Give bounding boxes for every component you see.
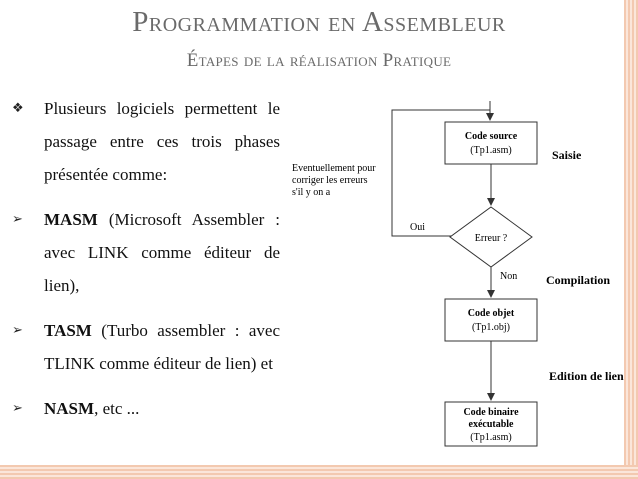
bullet-item-tasm: ➢ TASM (Turbo assembler : avec TLINK com… — [12, 314, 280, 380]
decorative-border-bottom — [0, 465, 638, 479]
bullet-item-intro: ❖ Plusieurs logiciels permettent le pass… — [12, 92, 280, 191]
stage-compilation: Compilation — [546, 273, 610, 287]
slide-title: Programmation en Assembleur — [132, 6, 506, 38]
bullet-text: , etc ... — [94, 399, 140, 418]
box-code-objet-line1: Code objet — [468, 308, 515, 319]
arrow-bullet-icon: ➢ — [12, 212, 23, 227]
diamond-bullet-icon: ❖ — [12, 101, 24, 116]
box-code-binaire — [444, 401, 538, 447]
note-line1: Eventuellement pour — [292, 163, 376, 174]
box-code-binaire-line3: (Tp1.asm) — [470, 432, 511, 443]
bullet-text: (Turbo assembler : avec TLINK comme édit… — [44, 321, 280, 373]
bullet-item-masm: ➢ MASM (Microsoft Assembler : avec LINK … — [12, 203, 280, 302]
stage-saisie: Saisie — [552, 148, 582, 162]
arrow-bullet-icon: ➢ — [12, 401, 23, 416]
bullet-lead: TASM — [44, 321, 92, 340]
note-line3: s'il y on a — [292, 187, 331, 198]
decision-label: Erreur ? — [475, 233, 508, 244]
box-code-binaire-line2: exécutable — [469, 419, 515, 430]
box-code-source-line2: (Tp1.asm) — [470, 145, 511, 156]
box-code-objet-line2: (Tp1.obj) — [472, 322, 510, 333]
bullet-text: Plusieurs logiciels permettent le passag… — [44, 99, 280, 184]
box-code-source-line1: Code source — [465, 131, 518, 142]
decorative-border-right — [624, 0, 638, 479]
bullet-text: (Microsoft Assembler : avec LINK comme é… — [44, 210, 280, 295]
bullet-list: ❖ Plusieurs logiciels permettent le pass… — [12, 92, 280, 425]
stage-edition: Edition de lien — [549, 369, 624, 383]
box-code-binaire-line1: Code binaire — [463, 407, 519, 418]
label-non: Non — [500, 271, 517, 282]
arrow-bullet-icon: ➢ — [12, 323, 23, 338]
box-code-objet — [444, 298, 538, 342]
bullet-lead: NASM — [44, 399, 95, 418]
bullet-item-nasm: ➢ NASM, etc ... — [12, 392, 280, 425]
box-code-source — [444, 121, 538, 165]
note-line2: corriger les erreurs — [292, 175, 368, 186]
slide-subtitle: Étapes de la réalisation Pratique — [186, 50, 452, 71]
decision-erreur — [449, 206, 533, 268]
bullet-lead: MASM — [44, 210, 98, 229]
flow-loop-top — [391, 109, 490, 237]
label-oui: Oui — [410, 222, 425, 233]
